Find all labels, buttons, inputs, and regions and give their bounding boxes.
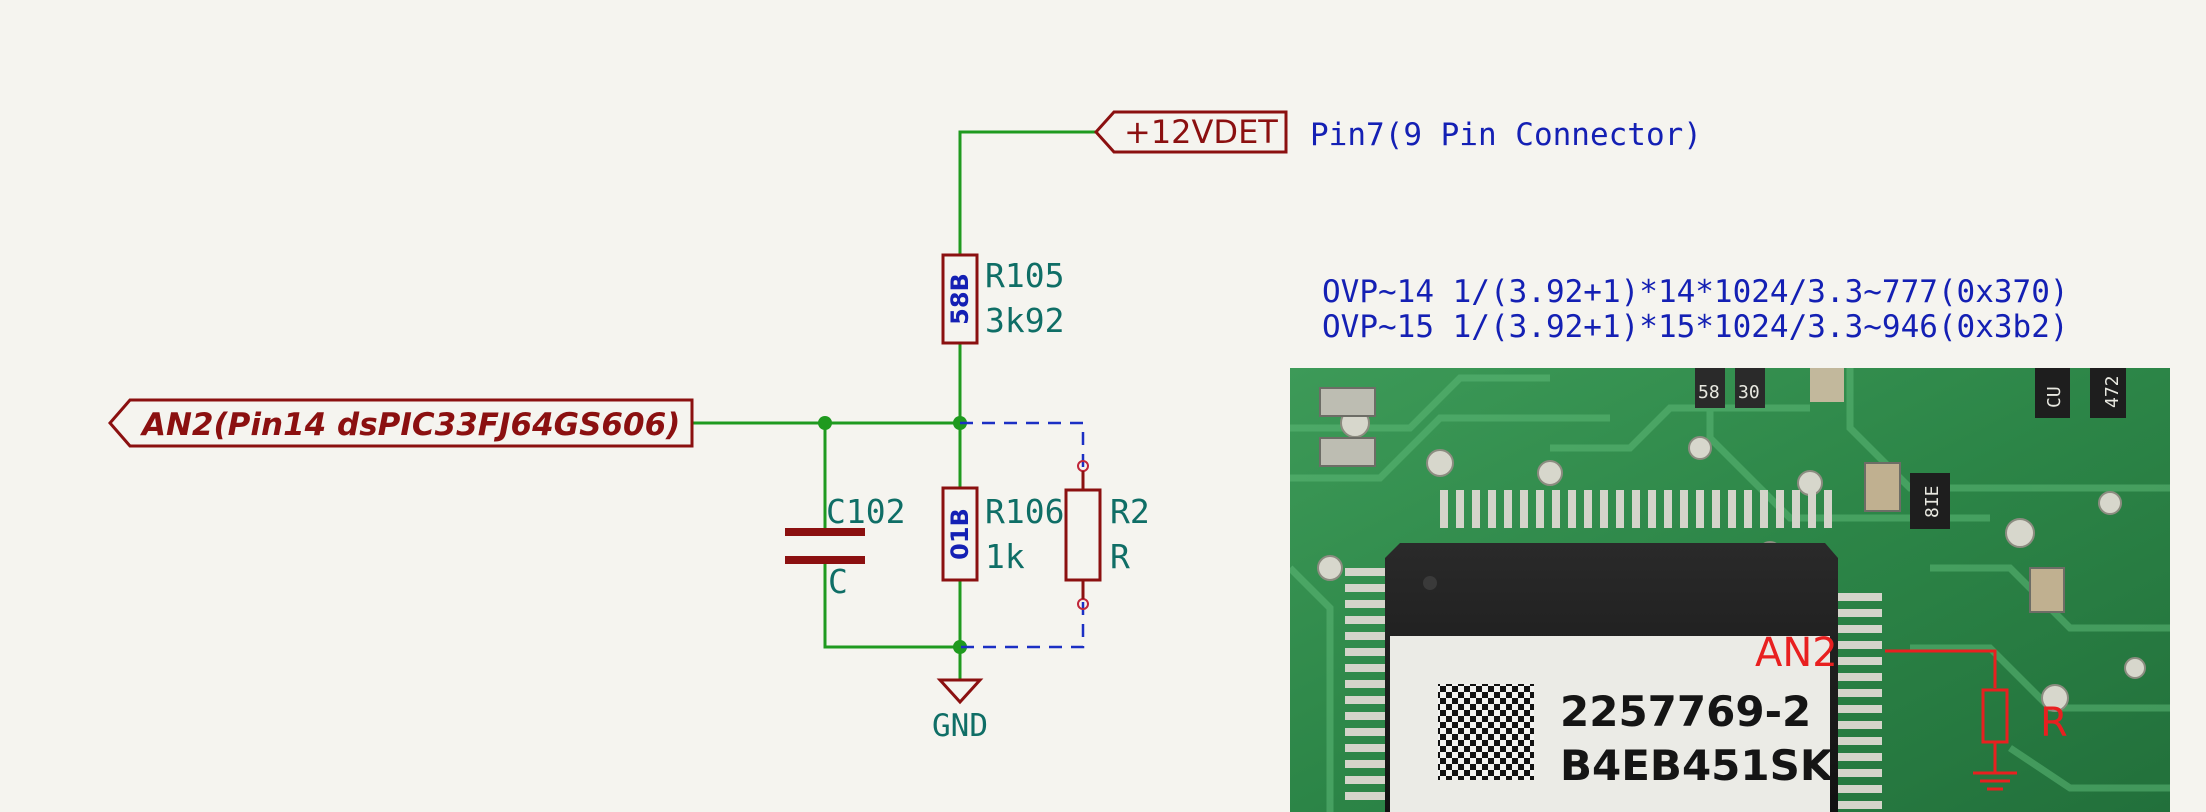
global-label-an2[interactable]: AN2(Pin14 dsPIC33FJ64GS606) <box>108 398 694 448</box>
resistor-r2[interactable] <box>1064 460 1102 610</box>
chip-lot: B4EB451SK <box>1560 741 1834 790</box>
pcb-photo: 58 30 8IE 472 CU <box>1290 368 2170 812</box>
r2-value: R <box>1110 537 1130 576</box>
chip-part-number: 2257769-2 <box>1560 687 1811 736</box>
global-label-12vdet[interactable]: +12VDET <box>1093 110 1288 154</box>
datamatrix-code <box>1438 684 1534 780</box>
c102-ref: C102 <box>826 492 905 531</box>
r105-value: 3k92 <box>985 301 1064 340</box>
photo-annotation-r: R <box>2040 700 2068 746</box>
smd-parts <box>1319 368 2126 613</box>
connector-note: Pin7(9 Pin Connector) <box>1310 117 1702 153</box>
c102-value: C <box>828 562 848 601</box>
svg-text:8IE: 8IE <box>1922 485 1943 518</box>
wires <box>692 130 1096 680</box>
r105-ref: R105 <box>985 256 1064 295</box>
r106-value: 1k <box>985 537 1025 576</box>
ovp-15-note: OVP~15 1/(3.92+1)*15*1024/3.3~946(0x3b2) <box>1322 309 2069 345</box>
gnd-symbol[interactable] <box>936 678 984 705</box>
ic-pins-left <box>1345 568 1389 800</box>
svg-text:30: 30 <box>1738 382 1760 403</box>
capacitor-c102[interactable] <box>785 528 865 564</box>
ic-pin1-dot <box>1423 576 1437 590</box>
svg-text:58: 58 <box>1698 382 1720 403</box>
r105-marking: 58B <box>946 273 974 325</box>
ovp-14-note: OVP~14 1/(3.92+1)*14*1024/3.3~777(0x370) <box>1322 274 2069 310</box>
r106-ref: R106 <box>985 492 1064 531</box>
global-label-an2-text: AN2(Pin14 dsPIC33FJ64GS606) <box>139 407 680 443</box>
junction-dot <box>818 416 832 430</box>
r2-dashed-wires <box>960 421 1085 649</box>
svg-text:CU: CU <box>2044 386 2065 408</box>
svg-text:472: 472 <box>2102 375 2123 408</box>
smd-markings: 58 30 8IE 472 CU <box>1698 375 2123 518</box>
r106-marking: 01B <box>946 508 974 560</box>
photo-annotation-an2: AN2 <box>1755 630 1838 676</box>
junction-dot <box>953 640 967 654</box>
gnd-label: GND <box>932 708 988 744</box>
resistor-r106[interactable]: 01B <box>941 486 979 582</box>
ic-pins-right <box>1838 593 1882 809</box>
r2-ref: R2 <box>1110 492 1150 531</box>
ic-pins-top <box>1440 490 1832 528</box>
global-label-12vdet-text: +12VDET <box>1124 113 1278 151</box>
wire-c102-bottom <box>823 562 960 649</box>
resistor-r105[interactable]: 58B <box>941 253 979 345</box>
photo-annotation <box>1885 649 2017 791</box>
wire-top <box>958 130 1096 255</box>
